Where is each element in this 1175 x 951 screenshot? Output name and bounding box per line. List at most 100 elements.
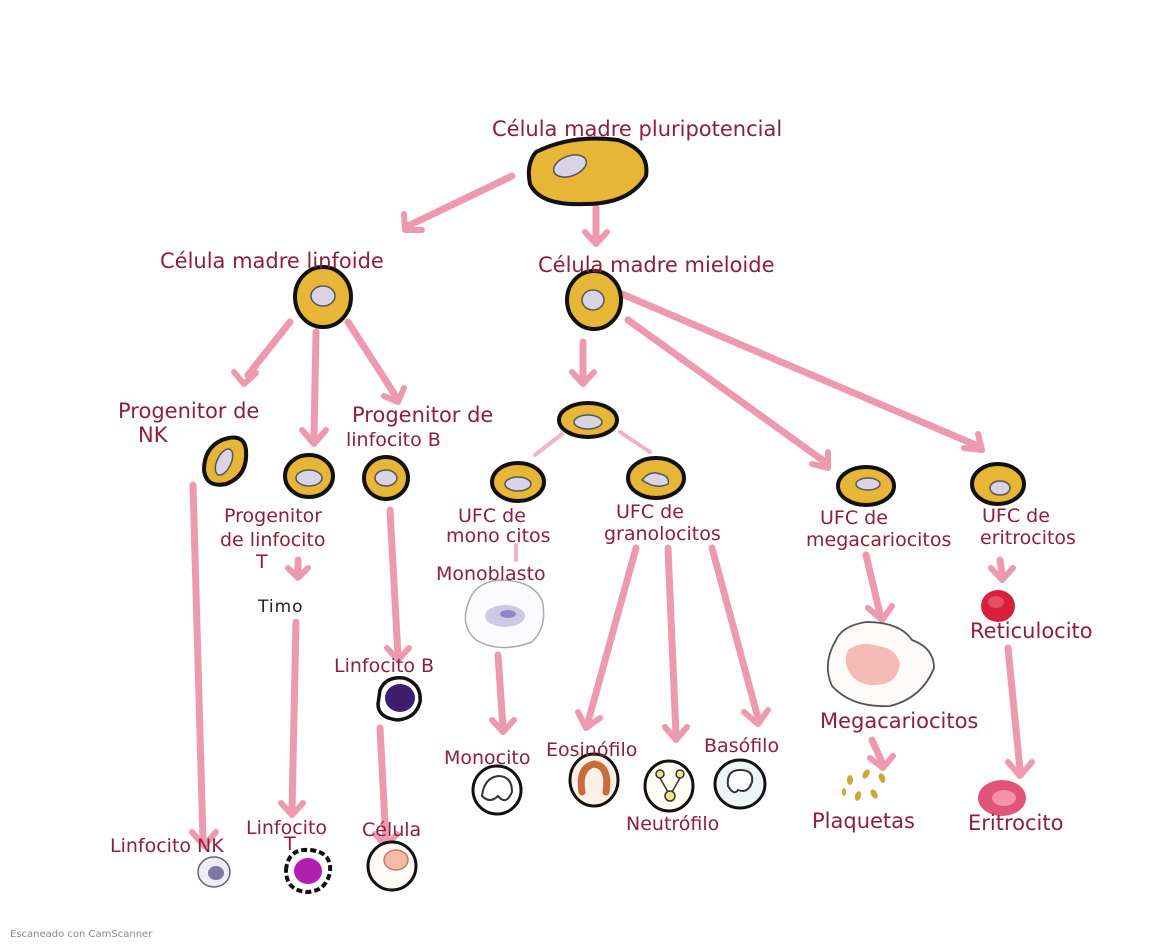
arrow-head (384, 645, 412, 663)
celula-plasmatica-cell (366, 840, 418, 892)
arrow-head (575, 709, 603, 731)
eritrocito-cell (978, 780, 1026, 816)
common-myeloid-progenitor-cell (557, 401, 619, 439)
label-ufc-mega-1: UFC de (820, 507, 888, 529)
arrow-gran-to-eos (584, 544, 640, 726)
arrow-head (809, 449, 831, 471)
label-ufc-mega-2: megacariocitos (806, 529, 951, 551)
arrow-head (489, 717, 517, 735)
monocito-cell (471, 764, 523, 816)
label-monocito: Monocito (444, 747, 530, 769)
arrow-head (401, 211, 425, 233)
megacariocito-cell (826, 621, 935, 708)
nk-progenitor-cell (201, 435, 249, 487)
linfocito-t-cell (283, 847, 333, 895)
label-b-prog-1: Progenitor de (352, 403, 493, 427)
label-t-prog-2: de linfocito (220, 529, 326, 551)
arrow-head (285, 565, 311, 581)
arrow-head (741, 707, 771, 727)
arrow-head (865, 603, 895, 623)
arrow-linfob-down (376, 724, 390, 846)
eosinofilo-cell (568, 752, 620, 808)
label-lymphoid: Célula madre linfoide (160, 249, 384, 273)
arrow-head (299, 427, 329, 447)
label-myeloid: Célula madre mieloide (538, 253, 775, 277)
arrow-head (1005, 759, 1035, 779)
arrow-to-ufc-gran (618, 430, 652, 454)
label-neutrofilo: Neutrófilo (626, 813, 719, 835)
ufc-granulocitos-cell (626, 456, 686, 500)
myeloid-stem-cell (565, 269, 623, 331)
label-monoblasto: Monoblasto (436, 563, 546, 585)
ufc-megacariocitos-cell (836, 465, 896, 507)
label-t-prog-3: T (255, 551, 268, 573)
arrow-nk-down (189, 481, 207, 844)
arrow-head (278, 800, 306, 818)
ufc-eritrocitos-cell (970, 462, 1026, 506)
arrow-gran-to-baso (708, 544, 762, 722)
arrow-head (662, 724, 690, 743)
label-b-prog-2: linfocito B (346, 429, 441, 451)
monoblasto-cell (464, 579, 545, 649)
label-celula: Célula (362, 819, 421, 841)
arrow-to-ufc-mono (533, 432, 564, 457)
neutrofilo-cell (643, 759, 695, 813)
linfocito-b-cell (376, 676, 422, 722)
label-ufc-eri-1: UFC de (982, 505, 1050, 527)
label-plaquetas: Plaquetas (812, 809, 915, 833)
label-reticulocito: Reticulocito (970, 619, 1093, 643)
arrow-gran-to-neut (664, 544, 680, 739)
label-t-prog-1: Progenitor (224, 505, 322, 527)
arrow-eri-down (996, 556, 1006, 578)
basofilo-cell (713, 758, 767, 810)
arrow-head (189, 829, 219, 849)
label-ufc-gran-2: granolocitos (604, 523, 721, 545)
label-basofilo: Basófilo (704, 735, 779, 757)
labels: Célula madre pluripotencial Célula madre… (110, 117, 1093, 857)
arrow-monoblasto-down (494, 651, 507, 732)
scanner-watermark: Escaneado con CamScanner (10, 929, 153, 940)
arrow-mega-down (862, 551, 884, 618)
label-ufc-mono-2: mono citos (446, 525, 551, 547)
label-megacariocitos: Megacariocitos (820, 709, 978, 733)
label-eosinofilo: Eosinófilo (546, 739, 637, 761)
ufc-monocitos-cell (490, 461, 546, 503)
label-ufc-mono-1: UFC de (458, 505, 526, 527)
label-nk-prog-2: NK (138, 423, 169, 447)
arrow-head (988, 565, 1016, 583)
arrow-myeloid-to-eri (618, 290, 982, 450)
arrow-head (569, 369, 597, 387)
label-timo: Timo (257, 597, 304, 617)
arrow-head (582, 229, 610, 247)
label-ufc-gran-1: UFC de (616, 501, 684, 523)
arrow-reti-down (1004, 644, 1024, 774)
label-pluripotent: Célula madre pluripotencial (492, 117, 782, 141)
arrow-b-down (386, 506, 402, 660)
arrow-pluri-to-lymphoid (406, 172, 516, 229)
arrow-timo-down (288, 618, 300, 814)
arrow-lymphoid-to-nk (244, 318, 294, 379)
arrows (189, 172, 1035, 849)
arrow-head (231, 369, 259, 387)
label-eritrocito: Eritrocito (968, 811, 1063, 835)
label-linfocito-t-2: T (283, 833, 296, 855)
linfocito-nk-cell (197, 856, 231, 888)
label-linfocito-nk: Linfocito NK (110, 835, 224, 857)
arrow-lymphoid-to-t (310, 328, 320, 442)
label-linfocito-t-1: Linfocito (246, 817, 327, 839)
arrow-head (961, 431, 985, 453)
cells (197, 136, 1026, 895)
arrow-head (381, 385, 407, 405)
t-progenitor-cell (283, 453, 335, 499)
arrow-lymphoid-to-b (344, 318, 399, 399)
b-progenitor-cell (362, 455, 410, 501)
label-linfocito-b: Linfocito B (334, 655, 434, 677)
pluripotent-cell (526, 136, 649, 207)
arrow-megacariocitos-down (868, 736, 886, 766)
arrow-myeloid-to-mega (624, 316, 829, 466)
arrow-head (867, 753, 896, 771)
label-nk-prog-1: Progenitor de (118, 399, 259, 423)
lymphoid-stem-cell (293, 265, 353, 329)
reticulocito-cell (981, 590, 1015, 622)
